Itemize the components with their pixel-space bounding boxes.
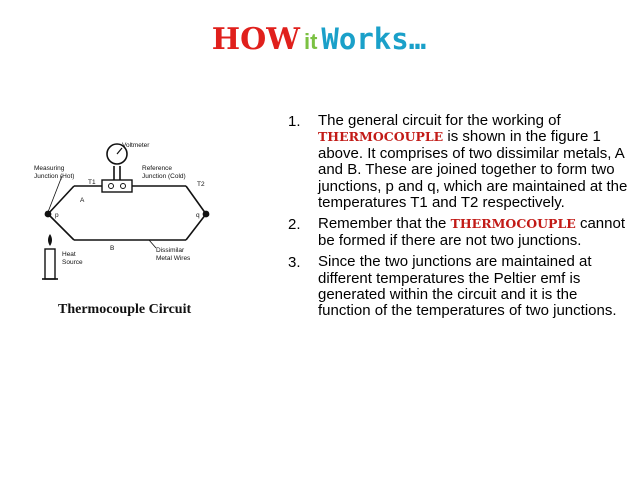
heat-source-candle — [42, 234, 58, 280]
label-a: A — [80, 197, 85, 204]
junction-box — [101, 179, 133, 193]
list-text: The general circuit for the working of T… — [318, 112, 628, 212]
list-text-after: cannot be formed if there are not two ju… — [318, 215, 625, 249]
label-heat-1: Heat — [62, 251, 76, 258]
list-number: 3. — [288, 254, 301, 272]
label-measuring-2: Junction (Hot) — [34, 173, 74, 180]
junction-q-dot — [202, 210, 210, 218]
list-text: Since the two junctions are maintained a… — [318, 254, 628, 320]
keyword-thermocouple: THERMOCOUPLE — [450, 216, 576, 232]
title-works: Works… — [321, 22, 427, 56]
numbered-list: 1. The general circuit for the working o… — [288, 112, 628, 325]
list-item: 3. Since the two junctions are maintaine… — [288, 254, 628, 320]
title-it: it — [303, 29, 318, 54]
thermocouple-circuit-diagram: Voltmeter Measuring Junction (Hot) T1 Re… — [34, 142, 210, 280]
list-text-before: The general circuit for the working of — [318, 112, 561, 129]
title-how: HOW — [211, 22, 300, 57]
list-text: Remember that the THERMOCOUPLE cannot be… — [318, 216, 628, 249]
junction-p-dot — [44, 210, 52, 218]
label-reference-2: Junction (Cold) — [142, 173, 186, 180]
label-p: p — [55, 212, 59, 219]
label-t2: T2 — [197, 181, 205, 188]
label-heat-2: Source — [62, 259, 83, 266]
list-text-before: Remember that the — [318, 215, 451, 233]
label-measuring-1: Measuring — [34, 165, 65, 172]
list-text-after: is shown in the figure 1 above. It compr… — [318, 128, 628, 212]
label-t1: T1 — [88, 179, 96, 186]
label-reference-1: Reference — [142, 165, 172, 172]
label-b: B — [110, 245, 114, 252]
keyword-thermocouple: THERMOCOUPLE — [318, 129, 444, 145]
label-dissimilar-1: Dissimilar — [156, 247, 185, 254]
list-number: 2. — [288, 216, 301, 234]
list-item: 1. The general circuit for the working o… — [288, 112, 628, 212]
diagram-caption: Thermocouple Circuit — [58, 302, 192, 317]
label-q: q — [196, 212, 200, 219]
list-text-before: Since the two junctions are maintained a… — [318, 253, 617, 320]
list-item: 2. Remember that the THERMOCOUPLE cannot… — [288, 216, 628, 249]
label-voltmeter: Voltmeter — [122, 142, 150, 149]
list-number: 1. — [288, 113, 301, 130]
label-dissimilar-2: Metal Wires — [156, 255, 191, 262]
